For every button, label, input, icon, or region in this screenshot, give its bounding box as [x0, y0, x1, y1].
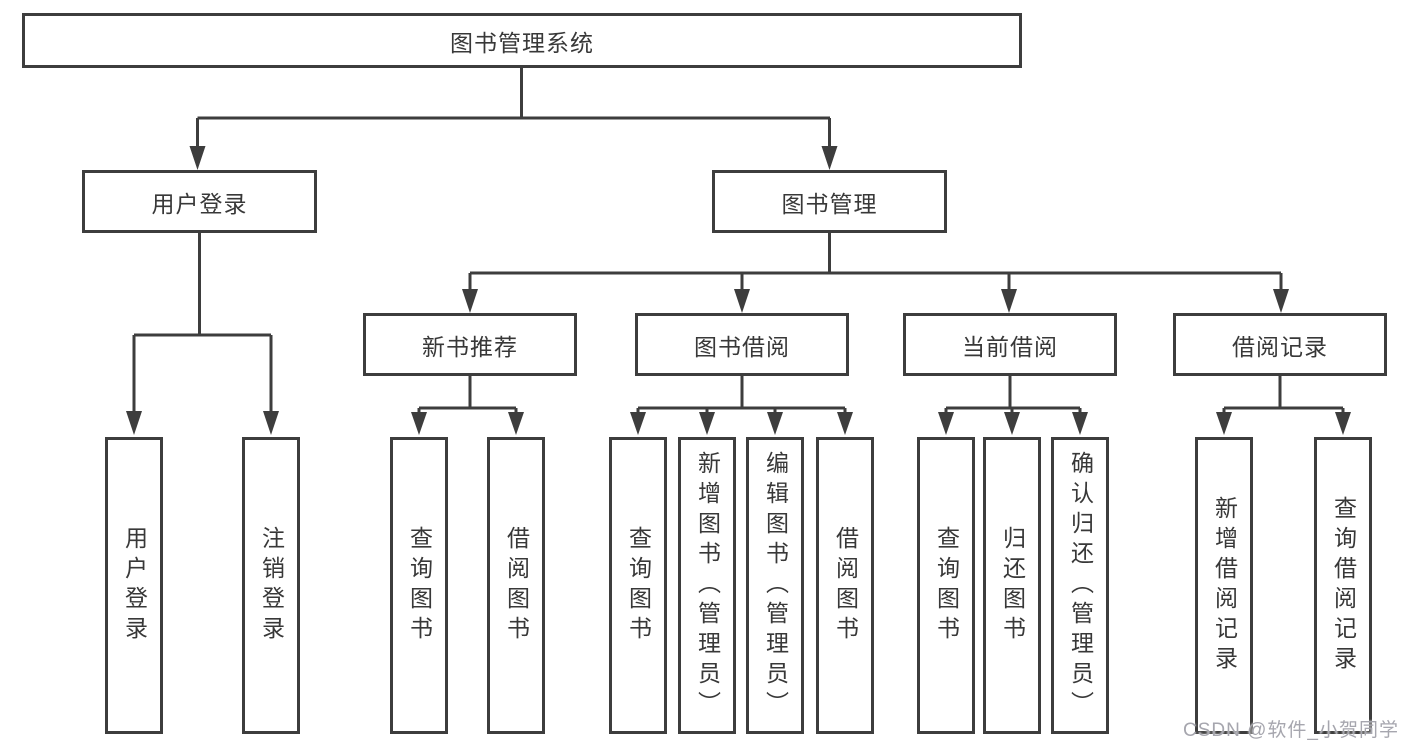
node-root: 图书管理系统: [22, 13, 1022, 68]
leaf-newbook-borrow-books: 借阅图书: [487, 437, 545, 734]
node-book-management-label: 图书管理: [781, 190, 878, 217]
connector-new-book-recommend-to-leaves: [411, 376, 524, 435]
leaf-confirm-return-admin-label: 确认归还（管理员）: [1067, 450, 1094, 721]
node-borrow-records: 借阅记录: [1173, 313, 1387, 376]
node-current-borrow: 当前借阅: [903, 313, 1117, 376]
node-user-login: 用户登录: [82, 170, 317, 233]
connector-current-borrow-to-leaves: [938, 376, 1088, 435]
leaf-add-borrow-record: 新增借阅记录: [1195, 437, 1253, 734]
node-book-borrow: 图书借阅: [635, 313, 849, 376]
leaf-borrow-books-label: 借阅图书: [832, 525, 859, 646]
leaf-current-query-books-label: 查询图书: [933, 525, 960, 646]
leaf-return-books-label: 归还图书: [999, 525, 1026, 646]
node-borrow-records-label: 借阅记录: [1232, 333, 1328, 360]
node-book-management: 图书管理: [712, 170, 947, 233]
leaf-newbook-query-books-label: 查询图书: [406, 525, 433, 646]
connector-root-to-level2: [189, 68, 838, 170]
node-new-book-recommend-label: 新书推荐: [422, 333, 518, 360]
node-user-login-label: 用户登录: [151, 190, 248, 217]
leaf-borrow-query-books-label: 查询图书: [625, 525, 652, 646]
leaf-borrow-query-books: 查询图书: [609, 437, 667, 734]
connector-book-borrow-to-leaves: [630, 376, 853, 435]
leaf-current-query-books: 查询图书: [917, 437, 975, 734]
leaf-newbook-query-books: 查询图书: [390, 437, 448, 734]
leaf-borrow-books: 借阅图书: [816, 437, 874, 734]
leaf-user-login: 用户登录: [105, 437, 163, 734]
node-new-book-recommend: 新书推荐: [363, 313, 577, 376]
leaf-edit-books-admin-label: 编辑图书（管理员）: [762, 450, 789, 721]
leaf-add-books-admin: 新增图书（管理员）: [678, 437, 736, 734]
connector-user-login-to-leaves: [126, 233, 279, 435]
leaf-logout: 注销登录: [242, 437, 300, 734]
connector-borrow-records-to-leaves: [1216, 376, 1351, 435]
leaf-query-borrow-record: 查询借阅记录: [1314, 437, 1372, 734]
leaf-newbook-borrow-books-label: 借阅图书: [503, 525, 530, 646]
leaf-confirm-return-admin: 确认归还（管理员）: [1051, 437, 1109, 734]
leaf-return-books: 归还图书: [983, 437, 1041, 734]
leaf-edit-books-admin: 编辑图书（管理员）: [746, 437, 804, 734]
leaf-add-borrow-record-label: 新增借阅记录: [1211, 495, 1238, 676]
leaf-add-books-admin-label: 新增图书（管理员）: [694, 450, 721, 721]
csdn-watermark: CSDN @软件_小贺同学: [1183, 720, 1399, 741]
leaf-logout-label: 注销登录: [258, 525, 285, 646]
node-book-borrow-label: 图书借阅: [694, 333, 790, 360]
connector-book-management-to-level3: [462, 233, 1289, 313]
leaf-query-borrow-record-label: 查询借阅记录: [1330, 495, 1357, 676]
node-current-borrow-label: 当前借阅: [962, 333, 1058, 360]
leaf-user-login-label: 用户登录: [121, 525, 148, 646]
node-root-label: 图书管理系统: [450, 29, 594, 56]
